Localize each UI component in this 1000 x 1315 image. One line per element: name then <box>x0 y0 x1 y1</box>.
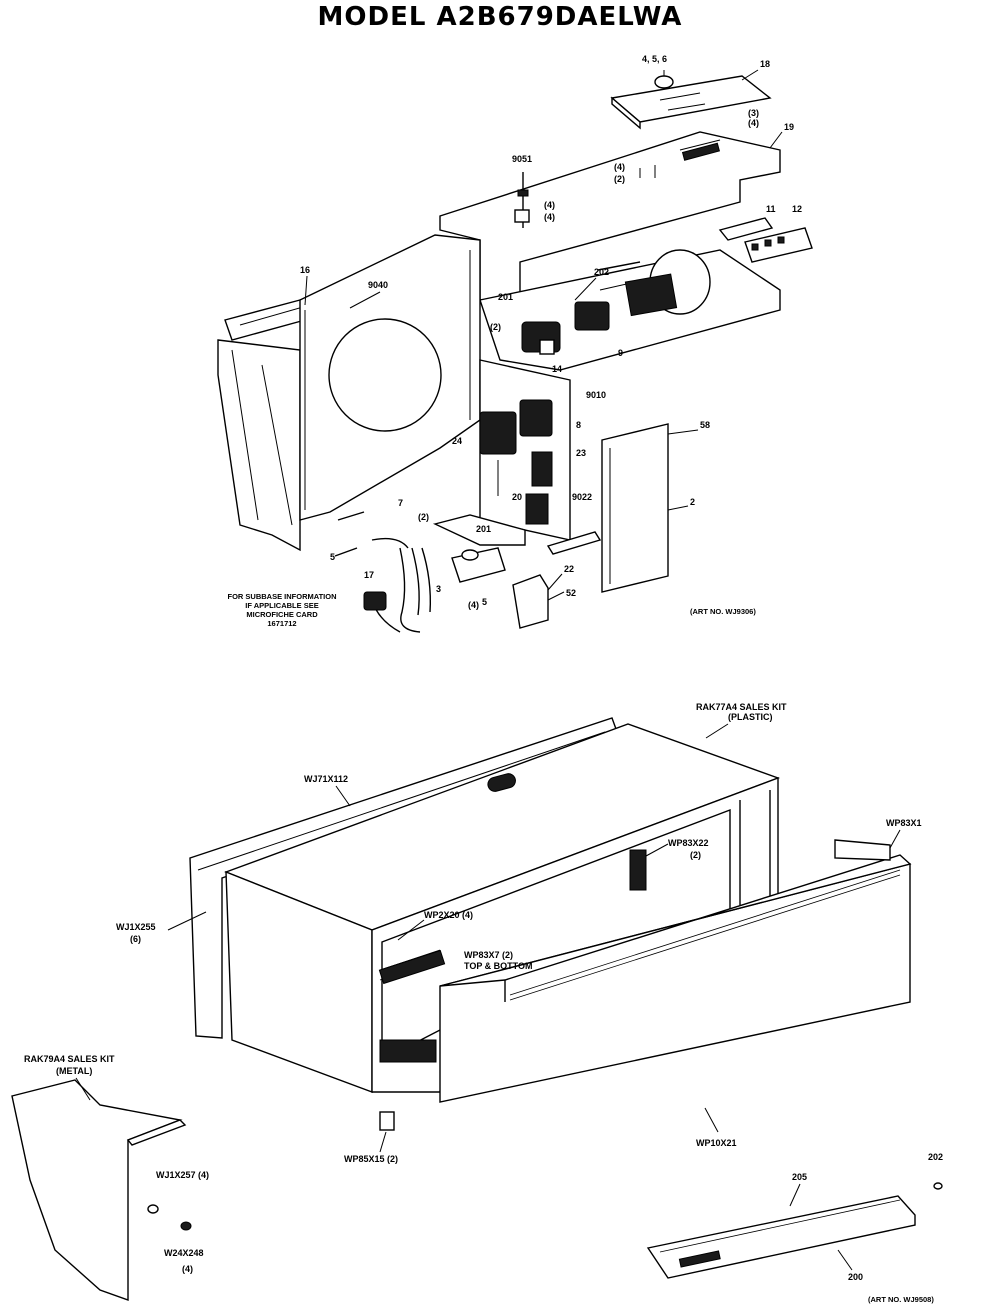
label-9: 9 <box>618 348 623 358</box>
label-wj71x112: WJ71X112 <box>304 774 348 784</box>
label-top-bottom: TOP & BOTTOM <box>464 961 533 971</box>
label-wp83x22: WP83X22 <box>668 838 709 848</box>
capacitor-assembly <box>521 301 610 355</box>
label-17: 17 <box>364 570 374 580</box>
label-2d: (2) <box>418 512 429 522</box>
metal-side-panel <box>11 1079 187 1301</box>
label-wp2x20: WP2X20 (4) <box>424 910 473 920</box>
wall-sleeve-assembly <box>11 717 943 1301</box>
label-5b: 5 <box>482 597 487 607</box>
label-7: 7 <box>398 498 403 508</box>
label-plastic: (PLASTIC) <box>728 712 773 722</box>
label-w24x248: W24X248 <box>164 1248 204 1258</box>
subbase-note-line-3: MICROFICHE CARD <box>246 610 318 619</box>
label-rak79a4-kit: RAK79A4 SALES KIT <box>24 1054 115 1064</box>
control-cover-plate <box>610 70 772 130</box>
terminal-blocks <box>718 217 813 263</box>
label-wj1x255: WJ1X255 <box>116 922 156 932</box>
label-9051: 9051 <box>512 154 532 164</box>
label-58: 58 <box>700 420 710 430</box>
label-3b: 3 <box>436 584 441 594</box>
label-201: 201 <box>498 292 513 302</box>
label-19: 19 <box>784 122 794 132</box>
label-52: 52 <box>566 588 576 598</box>
label-200: 200 <box>848 1272 863 1282</box>
label-rak77a4-kit: RAK77A4 SALES KIT <box>696 702 787 712</box>
control-box <box>479 359 571 541</box>
art-number-lower: (ART NO. WJ9508) <box>868 1295 934 1304</box>
label-4: (4) <box>748 118 759 128</box>
label-12: 12 <box>792 204 802 214</box>
subbase-note-line-1: FOR SUBBASE INFORMATION <box>227 592 336 601</box>
drain-strip <box>646 1195 916 1279</box>
label-3: (3) <box>748 108 759 118</box>
label-2: (2) <box>614 174 625 184</box>
label-202: 202 <box>594 267 609 277</box>
label-11: 11 <box>766 204 776 214</box>
lower-callout-labels: RAK77A4 SALES KIT (PLASTIC) WJ71X112 WP8… <box>24 702 943 1304</box>
fan-motor <box>597 249 711 317</box>
screw-9051 <box>514 172 530 228</box>
label-4b: (4) <box>614 162 625 172</box>
subbase-note-line-4: 1671712 <box>267 619 296 628</box>
label-18: 18 <box>760 59 770 69</box>
control-housing <box>439 131 781 301</box>
label-wj1x257: WJ1X257 (4) <box>156 1170 209 1180</box>
upper-callout-labels: 4, 5, 6 18 (3) (4) 19 16 9051 (4) (2) (4… <box>227 54 802 628</box>
label-4e: (4) <box>468 600 479 610</box>
label-wp83x1: WP83X1 <box>886 818 922 828</box>
label-2b: (2) <box>490 322 501 332</box>
label-9040: 9040 <box>368 280 388 290</box>
label-wp83x7: WP83X7 (2) <box>464 950 513 960</box>
label-20: 20 <box>512 492 522 502</box>
label-9022: 9022 <box>572 492 592 502</box>
label-205: 205 <box>792 1172 807 1182</box>
label-9010: 9010 <box>586 390 606 400</box>
label-22: 22 <box>564 564 574 574</box>
access-cover <box>601 423 669 593</box>
label-5a: 5 <box>330 552 335 562</box>
label-wp83x22-qty: (2) <box>690 850 701 860</box>
label-4-5-6: 4, 5, 6 <box>642 54 667 64</box>
label-wp10x21: WP10X21 <box>696 1138 737 1148</box>
label-w24x248-qty: (4) <box>182 1264 193 1274</box>
label-24: 24 <box>452 436 462 446</box>
small-hardware <box>147 1111 943 1231</box>
label-8: 8 <box>576 420 581 430</box>
bulkhead-panel <box>299 234 481 521</box>
label-202: 202 <box>928 1152 943 1162</box>
label-wj1x255-qty: (6) <box>130 934 141 944</box>
label-4c: (4) <box>544 200 555 210</box>
front-grille <box>439 839 912 1103</box>
label-2c: 2 <box>690 497 695 507</box>
label-14: 14 <box>552 364 562 374</box>
art-number-upper: (ART NO. WJ9306) <box>690 607 756 616</box>
label-16: 16 <box>300 265 310 275</box>
label-201b: 201 <box>476 524 491 534</box>
upper-chassis-assembly <box>217 70 813 633</box>
subbase-note-line-2: IF APPLICABLE SEE <box>245 601 318 610</box>
label-23: 23 <box>576 448 586 458</box>
label-wp85x15: WP85X15 (2) <box>344 1154 398 1164</box>
label-metal: (METAL) <box>56 1066 92 1076</box>
bottom-hardware <box>334 511 602 633</box>
diagram-title: MODEL A2B679DAELWA <box>317 2 683 32</box>
label-4d: (4) <box>544 212 555 222</box>
